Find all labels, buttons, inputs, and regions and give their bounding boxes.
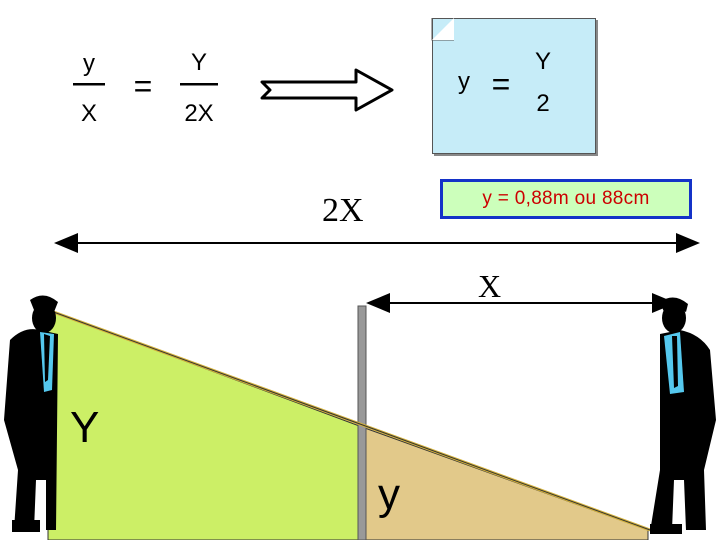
card-corner-fold <box>431 18 454 41</box>
fraction-bar-left-2 <box>180 83 218 86</box>
right-person-icon <box>650 297 716 534</box>
lhs-denominator: X <box>80 100 97 127</box>
result-denominator: 2 <box>536 90 550 117</box>
long-distance-label: 2X <box>322 192 364 229</box>
equation-card <box>432 18 596 154</box>
lhs-numerator: y <box>83 50 95 77</box>
result-lhs: y <box>458 68 470 95</box>
equals-sign-right: = <box>491 66 511 102</box>
rhs-denominator: 2X <box>184 100 214 127</box>
result-box: y = 0,88m ou 88cm <box>440 179 692 219</box>
rhs-numerator: Y <box>190 49 207 76</box>
fraction-bar-left-1 <box>73 83 105 86</box>
small-triangle <box>361 426 649 540</box>
equals-sign-left: = <box>133 68 153 104</box>
big-height-label: Y <box>70 403 100 452</box>
result-numerator: Y <box>534 48 551 75</box>
implies-arrow <box>260 68 394 112</box>
small-height-label: y <box>378 470 400 519</box>
left-person-icon <box>4 295 58 532</box>
short-distance-label: X <box>478 268 502 304</box>
sight-line-outline <box>47 309 651 531</box>
